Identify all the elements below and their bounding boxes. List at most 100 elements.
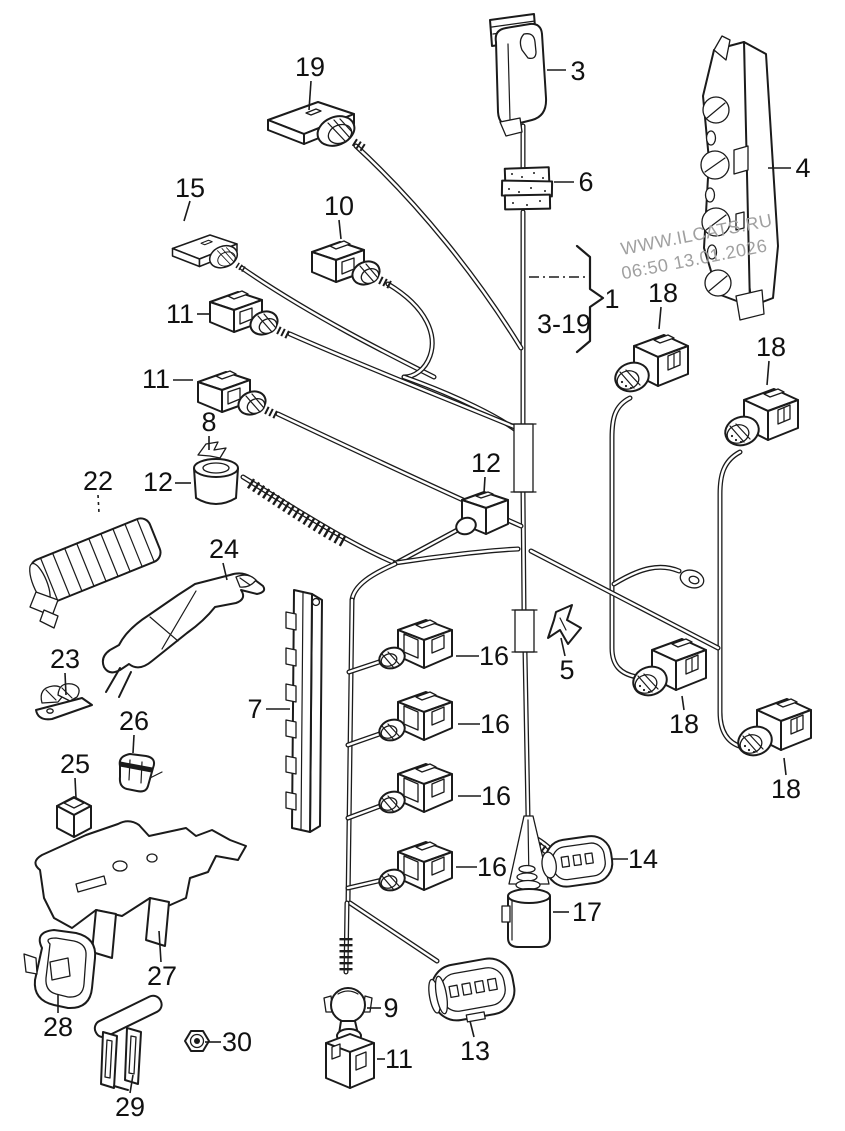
callout-8: 8 [201,407,217,450]
callout-label-18b: 18 [756,332,786,362]
callout-label-28: 28 [43,1012,73,1042]
part-16-connector-2 [375,691,453,745]
callout-leader-19 [308,80,312,111]
part-26-clip [118,753,163,793]
callout-label-23: 23 [50,644,80,674]
callout-label-16c: 16 [481,781,511,811]
callout-leader-24 [222,562,228,581]
part-11-connector-top [210,291,290,339]
callout-9: 9 [367,993,399,1023]
callout-17: 17 [553,897,602,927]
callout-3-19: 3-19 [537,309,591,339]
callout-leader-25 [74,777,77,799]
callout-label-3-19: 3-19 [537,309,591,339]
callout-leader-18b [766,360,770,386]
callout-label-11b: 11 [142,364,170,394]
callout-label-10: 10 [324,191,354,221]
callout-label-15: 15 [175,173,205,203]
part-4-mounting-bracket [700,35,779,321]
part-30-nut [184,1030,210,1052]
callout-label-16b: 16 [480,709,510,739]
part-25-cube-clip [56,796,92,838]
callout-11a: 11 [166,299,209,329]
callout-29: 29 [115,1074,145,1122]
callout-label-25: 25 [60,749,90,779]
part-6-grommet-stack [500,166,554,211]
part-11-connector-bottom [325,1028,375,1089]
callout-4: 4 [768,153,811,183]
callout-label-18d: 18 [771,774,801,804]
callout-leader-12b [483,476,486,494]
callout-label-18a: 18 [648,278,678,308]
part-7-cable-channel [285,589,323,833]
callout-label-18c: 18 [669,709,699,739]
part-18-connector-2 [720,388,799,451]
callout-23: 23 [50,644,80,696]
callout-18b: 18 [756,332,786,386]
trunk-sleeve-upper [510,423,537,493]
callout-label-13: 13 [460,1036,490,1066]
callout-26: 26 [119,706,149,754]
corrugated-sleeve [246,478,347,547]
callout-19: 19 [295,52,325,111]
part-18-connector-4 [733,698,812,761]
callout-label-6: 6 [578,167,593,197]
part-18-connector-3 [628,638,707,701]
group-brace [529,244,605,354]
part-13-oval-connector [428,957,516,1023]
trunk-sleeve-lower [511,609,538,653]
callout-leader-18c [681,695,685,711]
callout-leader-15 [183,200,191,222]
part-10-connector [312,241,392,289]
callout-15: 15 [175,173,205,222]
callout-18a: 18 [648,278,678,330]
part-5-clip [547,604,582,645]
callout-label-24: 24 [209,534,239,564]
callout-11c: 11 [377,1044,413,1074]
part-24-bracket-arm [101,572,266,698]
callout-label-16d: 16 [477,852,507,882]
callout-label-26: 26 [119,706,149,736]
callout-27: 27 [147,930,177,991]
callout-label-9: 9 [383,993,398,1023]
callout-label-12a: 12 [143,467,173,497]
callout-11b: 11 [142,364,193,394]
callout-12b: 12 [471,448,501,494]
callout-label-11c: 11 [385,1044,413,1074]
callout-leader-27 [158,930,162,963]
part-16-connector-3 [375,763,453,817]
callout-13: 13 [460,1020,490,1066]
callout-10: 10 [324,191,354,240]
callout-leader-13 [469,1020,475,1038]
callout-label-17: 17 [572,897,602,927]
callout-12a: 12 [143,467,191,497]
callout-16d: 16 [456,852,507,882]
callout-label-1: 1 [604,284,619,314]
callout-label-29: 29 [115,1092,145,1122]
callout-leader-29 [129,1074,134,1094]
part-12-connector-center [455,491,509,536]
callout-label-14: 14 [628,844,658,874]
callout-label-27: 27 [147,961,177,991]
callout-label-3: 3 [570,56,585,86]
part-16-connector-4 [375,841,453,895]
part-23-clamp [35,683,93,721]
part-16-connector-1 [375,619,453,673]
part-18-connector-1 [610,334,689,397]
callout-label-7: 7 [247,694,262,724]
part-19-flat-connector [268,102,365,151]
callout-leader-18a [658,306,662,330]
callout-28: 28 [43,994,73,1042]
callout-leader-23 [64,672,67,696]
callout-leader-18d [783,757,787,776]
callout-6: 6 [554,167,594,197]
callout-label-5: 5 [559,655,574,685]
callout-leader-5 [560,637,566,657]
callout-1: 1 [604,284,619,314]
part-28-grommet [23,929,97,1010]
callout-14: 14 [611,844,658,874]
callout-label-8: 8 [201,407,216,437]
callout-18d: 18 [771,757,801,804]
